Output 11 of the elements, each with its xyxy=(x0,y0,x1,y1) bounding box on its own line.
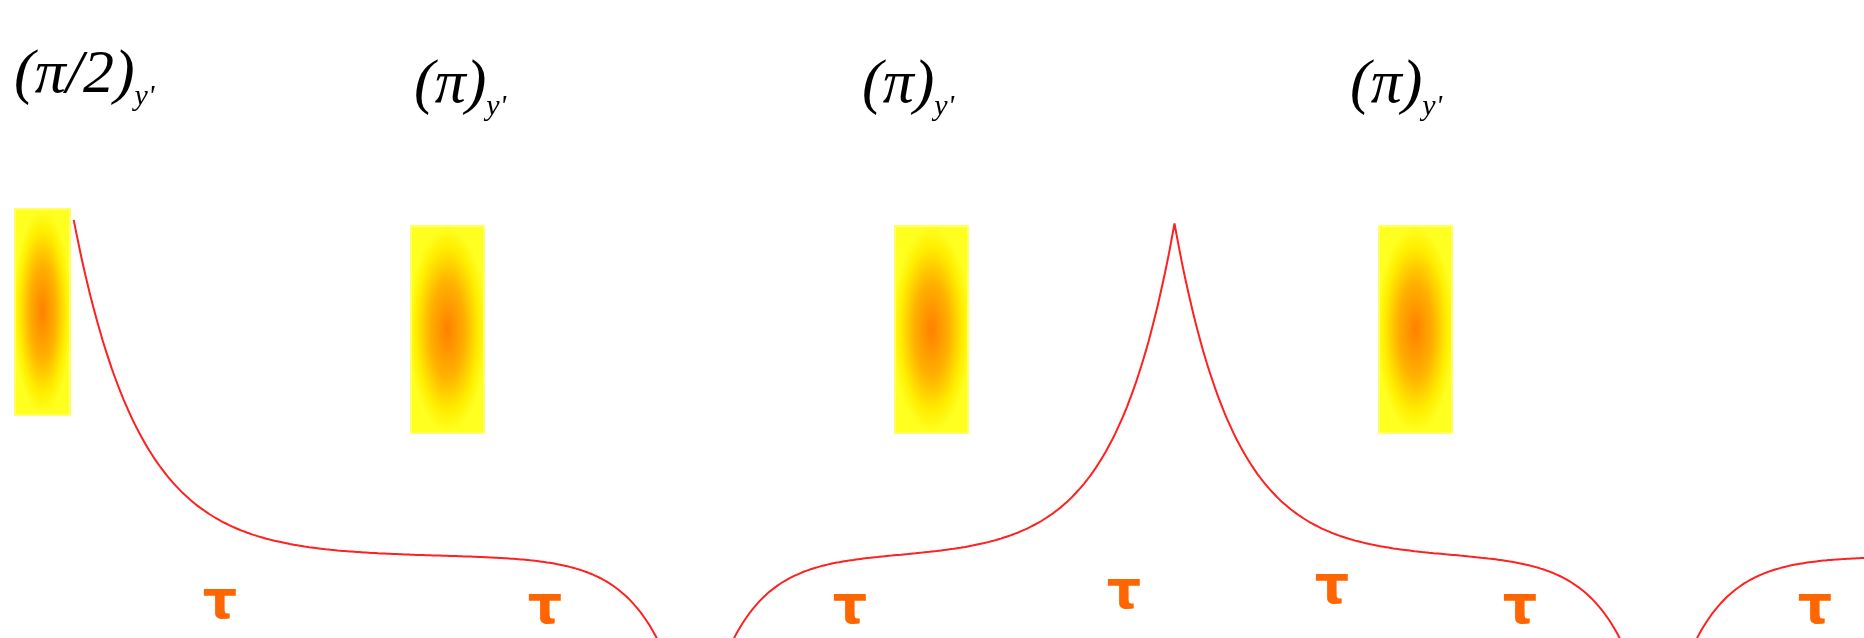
pulse-label: (π)$_{y'}$ xyxy=(414,50,507,121)
interval-label: τ xyxy=(832,578,868,632)
pulse-label: (π)$_{y'}$ xyxy=(1350,50,1443,121)
pulse-label: (π/2)$_{y'}$ xyxy=(14,40,155,111)
interval-label: τ xyxy=(1106,563,1142,617)
interval-label: τ xyxy=(527,578,563,632)
pulse-label: (π)$_{y'}$ xyxy=(862,50,955,121)
interval-label: τ xyxy=(202,573,238,627)
interval-label: τ xyxy=(1314,558,1350,612)
interval-label: τ xyxy=(1797,578,1833,632)
interval-label: τ xyxy=(1502,578,1538,632)
